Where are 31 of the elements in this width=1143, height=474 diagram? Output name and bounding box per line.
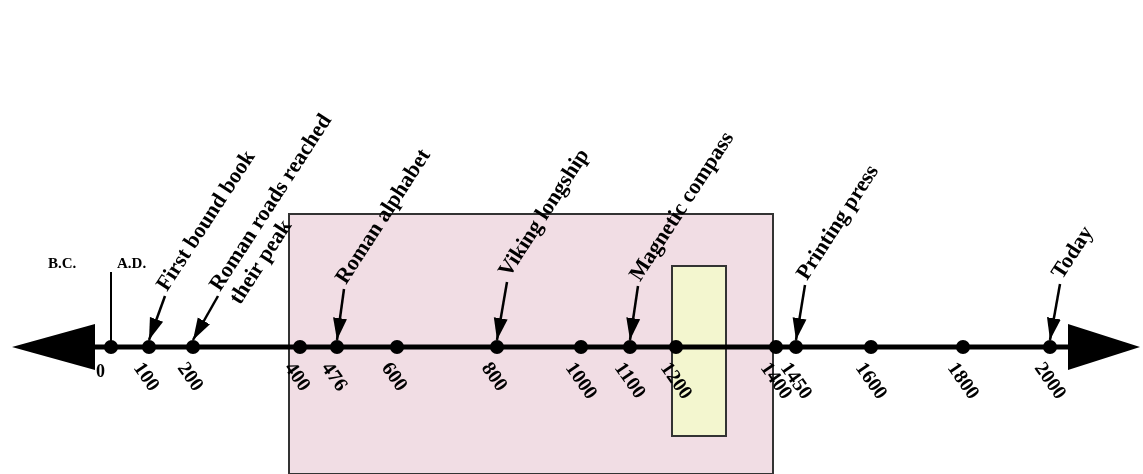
timeline-point: [186, 340, 200, 354]
year-label: 476: [318, 358, 353, 395]
arrow: [626, 285, 641, 341]
arrow: [493, 281, 509, 341]
timeline-point: [956, 340, 970, 354]
timeline-point: [490, 340, 504, 354]
timeline-point: [293, 340, 307, 354]
timeline-point: [789, 340, 803, 354]
arrow: [147, 295, 167, 341]
timeline-point: [574, 340, 588, 354]
arrow: [191, 295, 220, 341]
arrow: [333, 288, 347, 341]
timeline-point: [669, 340, 683, 354]
arrow: [1047, 283, 1062, 341]
timeline-point: [864, 340, 878, 354]
year-label: 0: [96, 362, 105, 380]
year-label: 200: [174, 358, 209, 395]
timeline-point: [769, 340, 783, 354]
year-label: 400: [281, 358, 316, 395]
timeline-point: [390, 340, 404, 354]
era-label: B.C.: [48, 256, 77, 271]
year-label: 100: [130, 358, 165, 395]
timeline-point: [1043, 340, 1057, 354]
timeline-point: [623, 340, 637, 354]
timeline-point: [104, 340, 118, 354]
era-label: A.D.: [117, 256, 147, 271]
timeline-point: [330, 340, 344, 354]
year-label: 600: [378, 358, 413, 395]
timeline-point: [142, 340, 156, 354]
year-label: 800: [478, 358, 513, 395]
arrow: [792, 284, 807, 341]
